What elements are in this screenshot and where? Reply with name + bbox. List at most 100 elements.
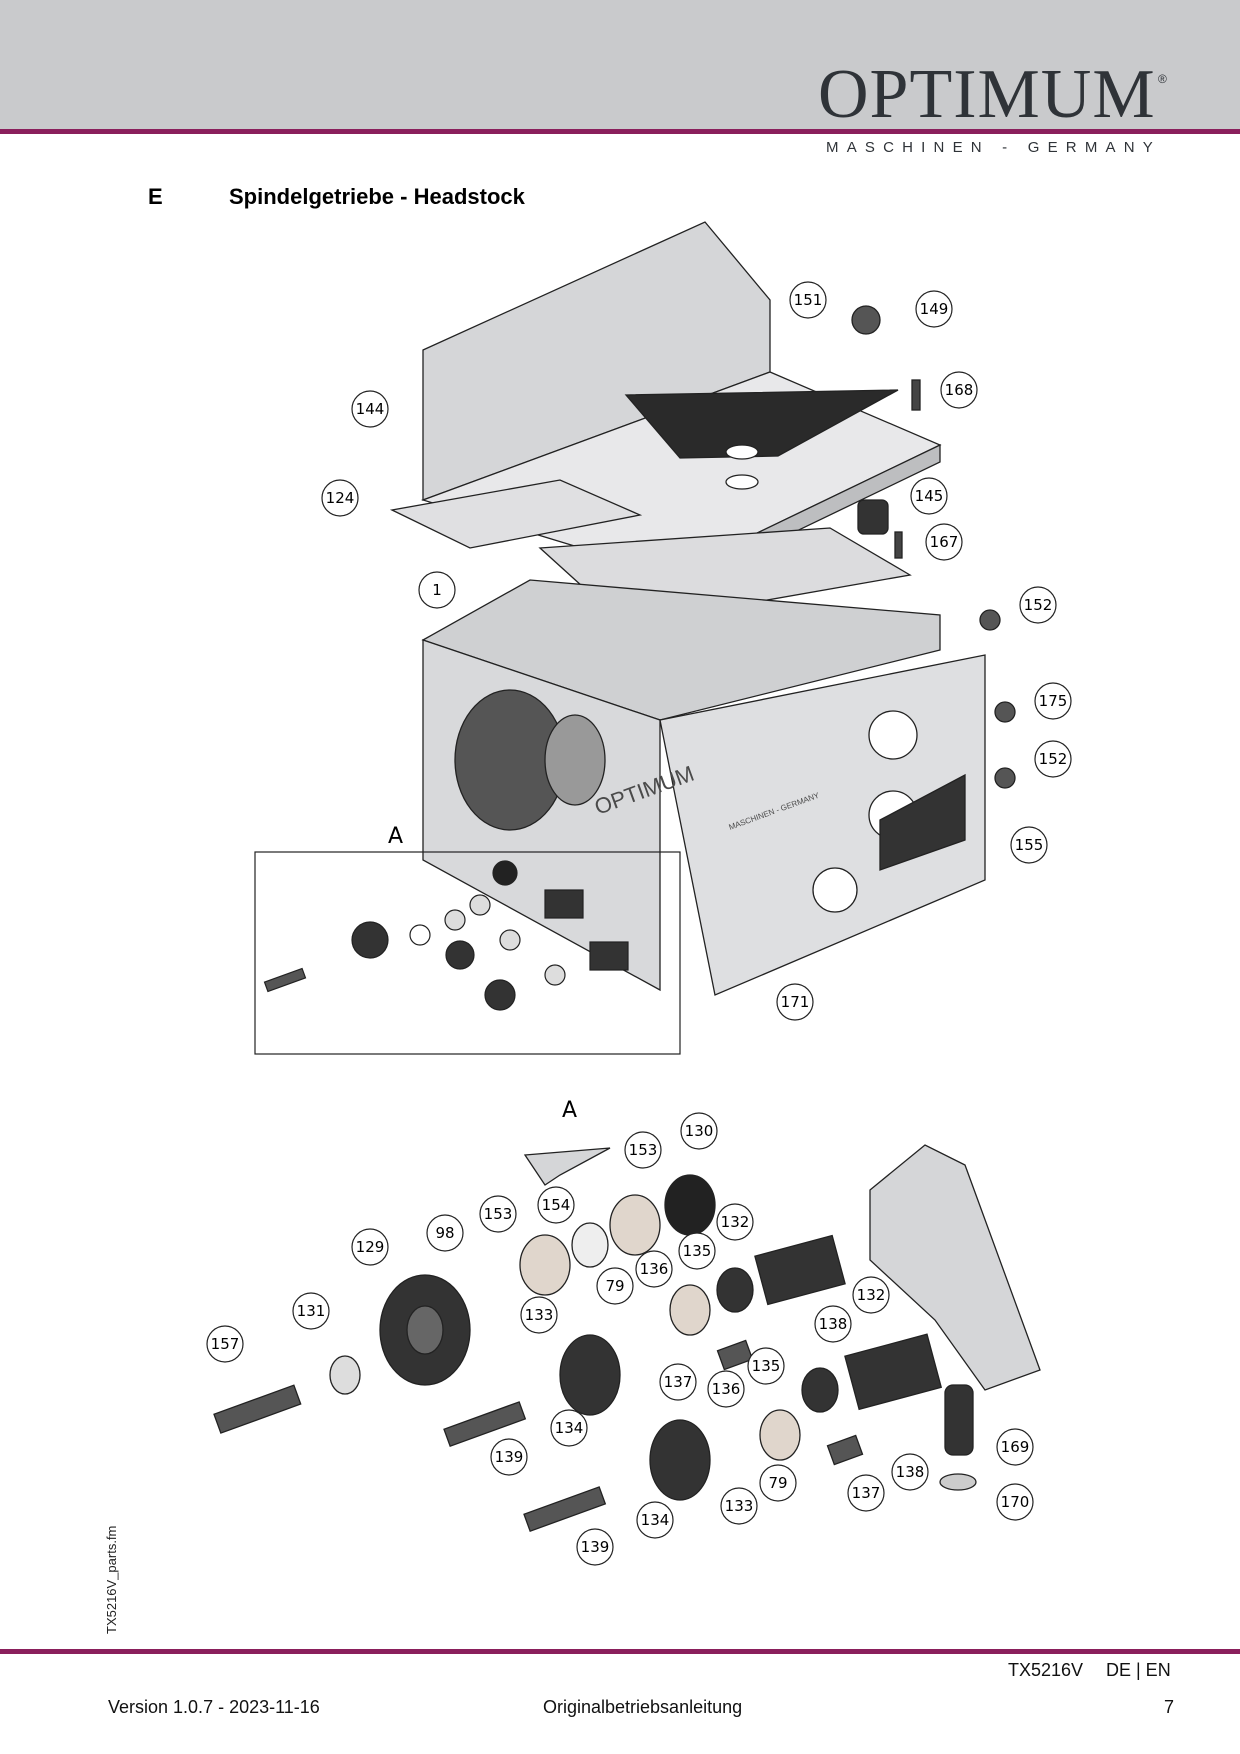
headstock-assembly	[389, 221, 1016, 996]
gasket-151	[624, 389, 899, 459]
callout-circle	[426, 1214, 464, 1252]
callout-number: 130	[685, 1122, 714, 1140]
callout-98: 98	[426, 1214, 464, 1252]
callout-circle	[636, 1501, 674, 1539]
callout-circle	[1034, 740, 1072, 778]
callout-circle	[680, 1112, 718, 1150]
callout-number: 135	[683, 1242, 712, 1260]
callout-152: 152	[1034, 740, 1072, 778]
callout-number: 157	[211, 1335, 240, 1353]
callout-137: 137	[659, 1363, 697, 1401]
callout-number: 167	[930, 533, 959, 551]
callout-number: 155	[1015, 836, 1044, 854]
callout-135: 135	[678, 1232, 716, 1270]
callout-175: 175	[1034, 682, 1072, 720]
callout-154: 154	[537, 1186, 575, 1224]
footer-divider	[0, 1649, 1240, 1654]
callout-circle	[759, 1464, 797, 1502]
callout-number: 138	[819, 1315, 848, 1333]
callout-number: 170	[1001, 1493, 1030, 1511]
callout-circle	[206, 1325, 244, 1363]
callout-circle	[716, 1203, 754, 1241]
callout-circle	[776, 983, 814, 1021]
callout-168: 168	[940, 371, 978, 409]
callout-number: 1	[432, 581, 442, 599]
registered-mark: ®	[1158, 72, 1167, 86]
callout-number: 135	[752, 1357, 781, 1375]
callout-circle	[910, 477, 948, 515]
side-filename: TX5216V_parts.fm	[104, 1525, 119, 1634]
callout-153: 153	[479, 1195, 517, 1233]
callout-circle	[537, 1186, 575, 1224]
callout-167: 167	[925, 523, 963, 561]
callout-number: 175	[1039, 692, 1068, 710]
callout-circle	[576, 1528, 614, 1566]
callout-number: 145	[915, 487, 944, 505]
callout-number: 152	[1039, 750, 1068, 768]
callout-number: 144	[356, 400, 385, 418]
callout-circle	[915, 290, 953, 328]
callout-number: 98	[435, 1224, 454, 1242]
callout-circle	[479, 1195, 517, 1233]
callout-circle	[1010, 826, 1048, 864]
callout-151: 151	[789, 281, 827, 319]
callout-130: 130	[680, 1112, 718, 1150]
callout-number: 124	[326, 489, 355, 507]
callout-number: 152	[1024, 596, 1053, 614]
callout-153: 153	[624, 1131, 662, 1169]
callout-number: 169	[1001, 1438, 1030, 1456]
callout-circle	[659, 1363, 697, 1401]
callout-number: 132	[857, 1286, 886, 1304]
callout-circle	[351, 1228, 389, 1266]
callout-132: 132	[716, 1203, 754, 1241]
callout-circle	[1019, 586, 1057, 624]
callout-circle	[678, 1232, 716, 1270]
callout-155: 155	[1010, 826, 1048, 864]
callout-circle	[1034, 682, 1072, 720]
callout-circle	[720, 1487, 758, 1525]
callout-circle	[351, 390, 389, 428]
footer-model: TX5216V	[1008, 1660, 1084, 1680]
footer-languages: DE | EN	[1106, 1660, 1171, 1680]
callout-number: 133	[525, 1306, 554, 1324]
callout-circle	[789, 281, 827, 319]
callout-138: 138	[814, 1305, 852, 1343]
detail-small-parts	[263, 860, 629, 1011]
callout-number: 136	[640, 1260, 669, 1278]
callout-number: 149	[920, 300, 949, 318]
detail-a-parts	[213, 1144, 1041, 1533]
callout-79: 79	[596, 1267, 634, 1305]
callout-circle	[925, 523, 963, 561]
callout-139: 139	[576, 1528, 614, 1566]
callout-144: 144	[351, 390, 389, 428]
callout-152: 152	[1019, 586, 1057, 624]
callout-136: 136	[707, 1370, 745, 1408]
brand-logo: OPTIMUM	[818, 56, 1156, 133]
callout-circle	[891, 1453, 929, 1491]
callout-149: 149	[915, 290, 953, 328]
callout-circle	[940, 371, 978, 409]
callout-157: 157	[206, 1325, 244, 1363]
callout-number: 139	[495, 1448, 524, 1466]
callout-136: 136	[635, 1250, 673, 1288]
callout-circle	[321, 479, 359, 517]
callout-circle	[292, 1292, 330, 1330]
callout-number: 131	[297, 1302, 326, 1320]
footer-doc-type: Originalbetriebsanleitung	[543, 1697, 743, 1717]
callout-79: 79	[759, 1464, 797, 1502]
section-title: Spindelgetriebe - Headstock	[229, 184, 525, 209]
callout-171: 171	[776, 983, 814, 1021]
callout-135: 135	[747, 1347, 785, 1385]
callout-circle	[747, 1347, 785, 1385]
callout-145: 145	[910, 477, 948, 515]
callout-131: 131	[292, 1292, 330, 1330]
brand-tagline: MASCHINEN - GERMANY	[826, 139, 1161, 156]
detail-label: A	[388, 824, 403, 849]
callout-circle	[520, 1296, 558, 1334]
header-divider	[0, 129, 1240, 134]
callout-circle	[635, 1250, 673, 1288]
callout-134: 134	[550, 1409, 588, 1447]
callout-137: 137	[847, 1474, 885, 1512]
callout-number: 134	[641, 1511, 670, 1529]
